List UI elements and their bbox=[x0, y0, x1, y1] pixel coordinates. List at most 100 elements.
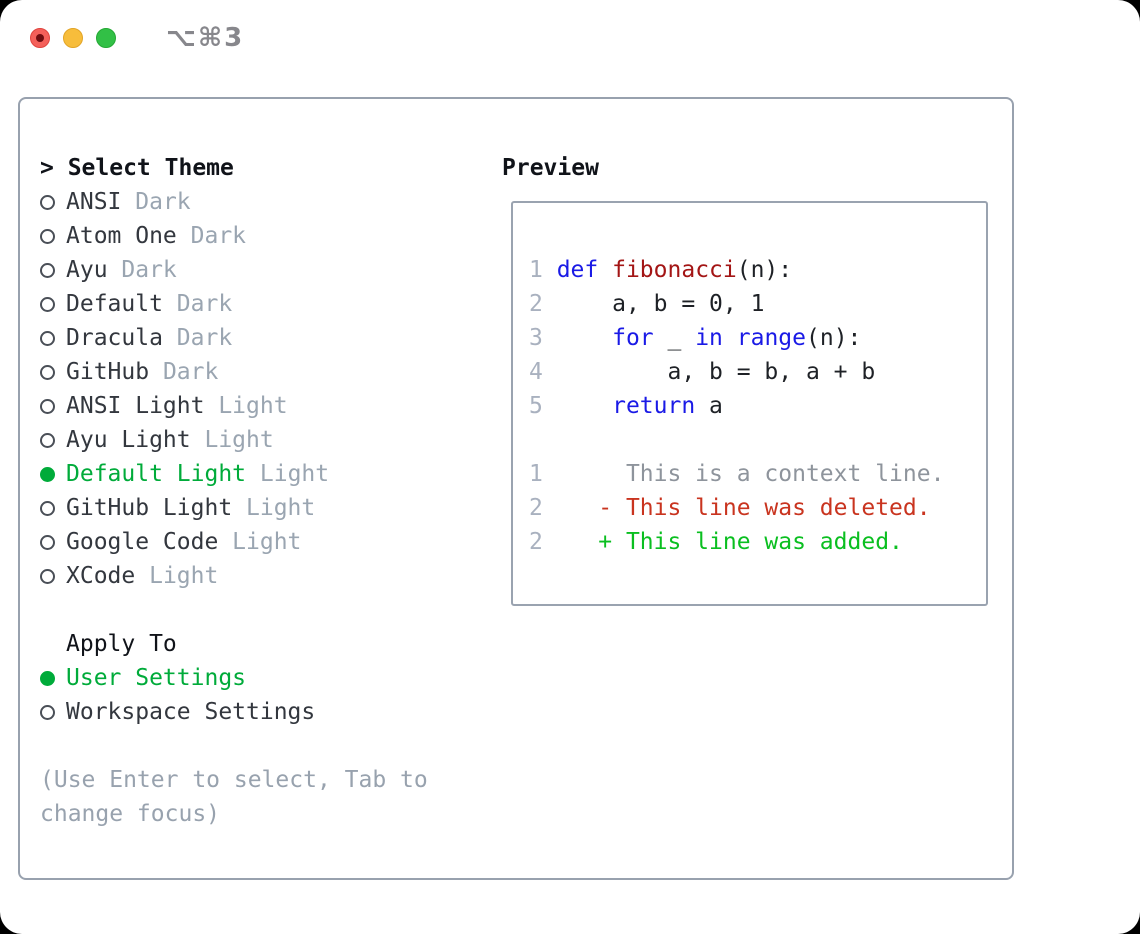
theme-tag: Light bbox=[246, 495, 316, 521]
theme-option[interactable]: GitHub Light Light bbox=[40, 491, 480, 525]
code-segment-ln: 2 bbox=[529, 291, 557, 317]
theme-tag: Light bbox=[232, 529, 302, 555]
code-line: 1 def fibonacci(n): bbox=[529, 253, 944, 287]
code-segment-kw: return bbox=[612, 393, 696, 419]
code-segment-kw: in bbox=[695, 325, 723, 351]
radio-icon[interactable] bbox=[40, 194, 55, 210]
radio-icon[interactable] bbox=[40, 704, 55, 720]
code-line bbox=[529, 423, 944, 457]
code-segment-tx: (n): bbox=[806, 325, 862, 351]
theme-name: Default bbox=[66, 291, 177, 317]
close-button[interactable] bbox=[30, 28, 50, 48]
apply-to-option[interactable]: Workspace Settings bbox=[40, 695, 480, 729]
radio-icon[interactable] bbox=[40, 432, 55, 448]
keyboard-hint: (Use Enter to select, Tab to change focu… bbox=[40, 767, 428, 827]
spacer bbox=[40, 729, 480, 763]
apply-to-option[interactable]: User Settings bbox=[40, 661, 480, 695]
radio-icon[interactable] bbox=[40, 534, 55, 550]
theme-name: Ayu Light bbox=[66, 427, 205, 453]
code-segment-tx: a, b = b, a + b bbox=[556, 359, 876, 385]
theme-option[interactable]: Dracula Dark bbox=[40, 321, 480, 355]
theme-option[interactable]: Google Code Light bbox=[40, 525, 480, 559]
code-segment-add: + This line was added. bbox=[556, 529, 903, 555]
theme-name: GitHub bbox=[66, 359, 163, 385]
theme-option[interactable]: Atom One Dark bbox=[40, 219, 480, 253]
code-segment-ln: 1 bbox=[529, 257, 557, 283]
radio-icon[interactable] bbox=[40, 364, 55, 380]
apply-to-label: User Settings bbox=[66, 665, 247, 691]
theme-name: GitHub Light bbox=[66, 495, 247, 521]
window-title: ⌥⌘3 bbox=[166, 23, 245, 53]
theme-name: ANSI bbox=[66, 189, 136, 215]
radio-icon[interactable] bbox=[40, 296, 55, 312]
radio-icon[interactable] bbox=[40, 228, 55, 244]
code-segment-fn: fibonacci bbox=[612, 257, 737, 283]
theme-option[interactable]: Ayu Dark bbox=[40, 253, 480, 287]
code-line: 4 a, b = b, a + b bbox=[529, 355, 944, 389]
theme-option[interactable]: GitHub Dark bbox=[40, 355, 480, 389]
spacer bbox=[40, 593, 480, 627]
theme-name: ANSI Light bbox=[66, 393, 219, 419]
radio-icon[interactable] bbox=[40, 262, 55, 278]
radio-icon[interactable] bbox=[40, 568, 55, 584]
code-segment-tx: _ bbox=[653, 325, 696, 351]
code-line: 2 a, b = 0, 1 bbox=[529, 287, 944, 321]
theme-option[interactable]: Default Dark bbox=[40, 287, 480, 321]
theme-tag: Light bbox=[204, 427, 274, 453]
radio-selected-icon[interactable] bbox=[40, 466, 55, 482]
code-segment-tx bbox=[557, 393, 612, 419]
theme-tag: Dark bbox=[176, 325, 233, 351]
code-line: 3 for _ in range(n): bbox=[529, 321, 944, 355]
theme-option[interactable]: Default Light Light bbox=[40, 457, 480, 491]
code-segment-ln: 1 bbox=[529, 461, 557, 487]
apply-to-header: Apply To bbox=[66, 631, 177, 657]
theme-option[interactable]: ANSI Dark bbox=[40, 185, 480, 219]
theme-tag: Dark bbox=[121, 257, 177, 283]
radio-icon[interactable] bbox=[40, 500, 55, 516]
theme-tag: Light bbox=[149, 563, 219, 589]
theme-name: Ayu bbox=[66, 257, 122, 283]
code-segment-ln: 2 bbox=[529, 529, 557, 555]
theme-tag: Light bbox=[218, 393, 288, 419]
theme-tag: Light bbox=[259, 461, 330, 487]
titlebar: ⌥⌘3 bbox=[0, 0, 1140, 76]
code-segment-kw: for bbox=[612, 325, 654, 351]
theme-tag: Dark bbox=[162, 359, 219, 385]
code-segment-kw: range bbox=[736, 325, 806, 351]
code-segment-del: - This line was deleted. bbox=[556, 495, 931, 521]
code-segment-ln: 5 bbox=[529, 393, 557, 419]
code-line: 1 This is a context line. bbox=[529, 457, 944, 491]
theme-option[interactable]: Ayu Light Light bbox=[40, 423, 480, 457]
radio-icon[interactable] bbox=[40, 330, 55, 346]
maximize-button[interactable] bbox=[96, 28, 116, 48]
code-segment-ln: 2 bbox=[529, 495, 557, 521]
code-segment-ln: 4 bbox=[529, 359, 557, 385]
code-line: 2 - This line was deleted. bbox=[529, 491, 944, 525]
radio-icon[interactable] bbox=[40, 398, 55, 414]
code-segment-tx bbox=[598, 257, 612, 283]
code-line: 2 + This line was added. bbox=[529, 525, 944, 559]
code-segment-tx bbox=[723, 325, 737, 351]
unsaved-dot-icon bbox=[36, 34, 44, 42]
theme-name: Dracula bbox=[66, 325, 177, 351]
theme-name: XCode bbox=[66, 563, 150, 589]
code-segment-ln: 3 bbox=[529, 325, 557, 351]
code-segment-ctx: This is a context line. bbox=[556, 461, 945, 487]
theme-tag: Dark bbox=[176, 291, 233, 317]
minimize-button[interactable] bbox=[63, 28, 83, 48]
theme-option[interactable]: ANSI Light Light bbox=[40, 389, 480, 423]
code-segment-kw: def bbox=[556, 257, 599, 283]
theme-option[interactable]: XCode Light bbox=[40, 559, 480, 593]
preview-header: Preview bbox=[502, 155, 599, 181]
code-segment-tx bbox=[557, 325, 612, 351]
code-segment-tx: a, b = 0, 1 bbox=[556, 291, 765, 317]
radio-selected-icon[interactable] bbox=[40, 670, 55, 686]
theme-name: Atom One bbox=[66, 223, 191, 249]
code-segment-tx: a bbox=[695, 393, 723, 419]
